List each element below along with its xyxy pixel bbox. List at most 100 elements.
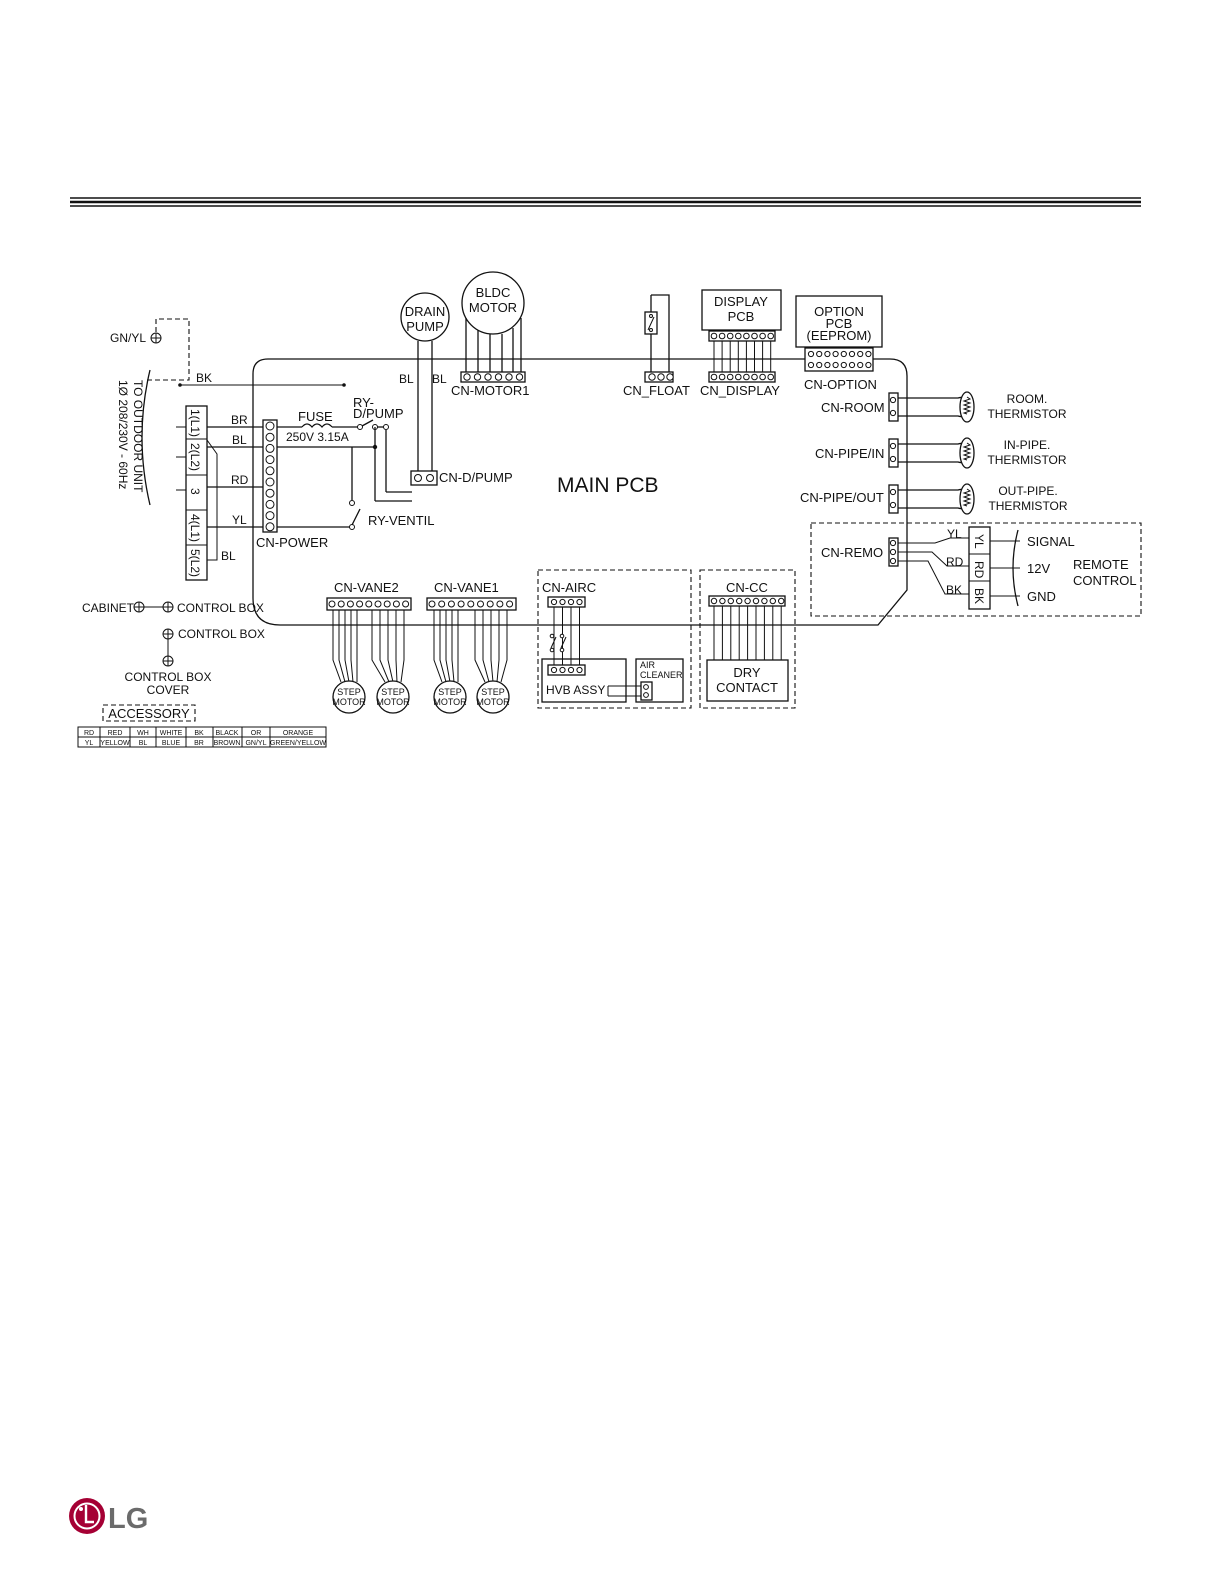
vane2-pin [383,600,391,608]
vane2-pin [328,600,336,608]
airc-section: CN-AIRC HVB ASSY AIR CLEANER [537,569,692,709]
connector-pin [265,499,275,509]
connector-pin [657,373,665,381]
fuse-label: FUSE [298,409,333,424]
connector-pin [889,455,897,463]
supply-label: 1Ø 208/230V - 60Hz [116,380,130,489]
step-motor-wire [433,610,443,683]
step-motor-3 [433,680,467,714]
connector-pin [463,373,471,381]
connector-pin [807,350,815,358]
connector-pin [865,361,872,369]
relay-arm [560,636,567,649]
connector-pin [816,350,823,358]
connector-pin [265,443,275,453]
option-pcb-label-2: PCB [826,316,853,331]
ground-bonds: CABINET CONTROL BOX CONTROL BOX CONTROL … [82,601,265,697]
step-motor-label: MOTOR [476,697,510,707]
step-motor-wire [338,610,346,683]
connector-pin [816,361,823,369]
legend-r2-5: BROWN [214,740,241,747]
connector-pin [889,488,897,496]
drain-pump-label-1: DRAIN [405,304,445,319]
legend-r1-7: ORANGE [283,730,314,737]
connector-pin [265,432,275,442]
connector-pin [832,361,839,369]
connector-pin [718,373,726,381]
legend-r2-6: GN/YL [245,740,266,747]
wire-bl-label: BL [232,433,247,447]
step-motor-4 [476,680,510,714]
remote-control-section: CN-REMO YL RD BK YL RD BK SIGNAL 12V GND… [810,522,1142,617]
legend-r1-6: OR [251,730,262,737]
vane1-pin [496,600,504,608]
step-motor-wire [482,610,490,683]
signal-label: SIGNAL [1027,534,1075,549]
cn-display-pins [710,332,775,381]
outpipe-therm-label-2: THERMISTOR [988,499,1067,513]
room-therm-label-1: ROOM. [1007,392,1048,406]
connector-pin [643,684,649,690]
step-motor-wire [332,610,342,683]
legend-r2-1: YELLOW [100,740,130,747]
wire-bk-label: BK [196,371,212,385]
step-motor-label: STEP [381,687,405,697]
step-motor-wire [490,610,494,683]
connector-pin [857,361,864,369]
connector-pin [889,442,897,450]
connector-pin [743,373,750,381]
legend-r1-4: BK [194,730,204,737]
terminal-5: 5(L2) [188,549,202,577]
remo-rd-wire: RD [946,555,964,569]
connector-pin [265,522,275,532]
relay-contact [559,633,565,639]
cn-power-pins [265,421,275,532]
connector-pin [265,477,275,487]
remo-bk-wire: BK [946,583,962,597]
inpipe-therm-label-1: IN-PIPE. [1004,438,1051,452]
connector-pin [752,597,760,605]
vane1-pin [428,600,436,608]
connector-pin [710,332,718,340]
outdoor-feed: GN/YL TO OUTDOOR UNIT 1Ø 208/230V - 60Hz… [110,318,346,506]
step-motor-label: STEP [481,687,505,697]
room-therm-label-2: THERMISTOR [987,407,1066,421]
vane1-pin [438,600,446,608]
cn-remo-pins [889,539,897,565]
ry-ventil-label: RY-VENTIL [368,513,434,528]
vane1-pin [486,600,494,608]
connector-pin [576,598,583,606]
cn-option-pins [807,350,872,369]
vane2-pin [392,600,400,608]
terminal-3: 3 [188,488,202,495]
gn-yl-label: GN/YL [110,331,146,345]
vane2-pin [356,600,364,608]
legend-r1-2: WH [137,730,149,737]
connector-pin [265,455,275,465]
connector-pin [865,350,872,358]
cn-cc-label: CN-CC [726,580,768,595]
connector-pin [889,557,897,565]
header-rule [70,197,1141,207]
step-motor-wire [395,610,398,683]
lg-logo-text: LG [108,1503,148,1535]
gnd-label: GND [1027,589,1056,604]
step-motor-wire [387,610,394,683]
cn-float-pins [648,373,674,381]
drain-pump-label-2: PUMP [406,319,444,334]
step-motor-label: MOTOR [332,697,366,707]
air-cleaner-label-2: CLEANER [640,670,683,680]
v12-label: 12V [1027,561,1050,576]
air-cleaner-label-1: AIR [640,660,656,670]
connector-pin [857,350,864,358]
wire-rd-label: RD [231,473,249,487]
cn-room-label: CN-ROOM [821,400,885,415]
step-motor-wire [496,610,500,683]
connector-pin [505,373,513,381]
thermistors: CN-ROOM CN-PIPE/IN CN-PIPE/OUT ROOM. THE… [800,391,1068,515]
connector-pin [889,409,897,417]
legend-r2-7: GREEN/YELLOW [270,740,326,747]
step-motor-2 [376,680,410,714]
